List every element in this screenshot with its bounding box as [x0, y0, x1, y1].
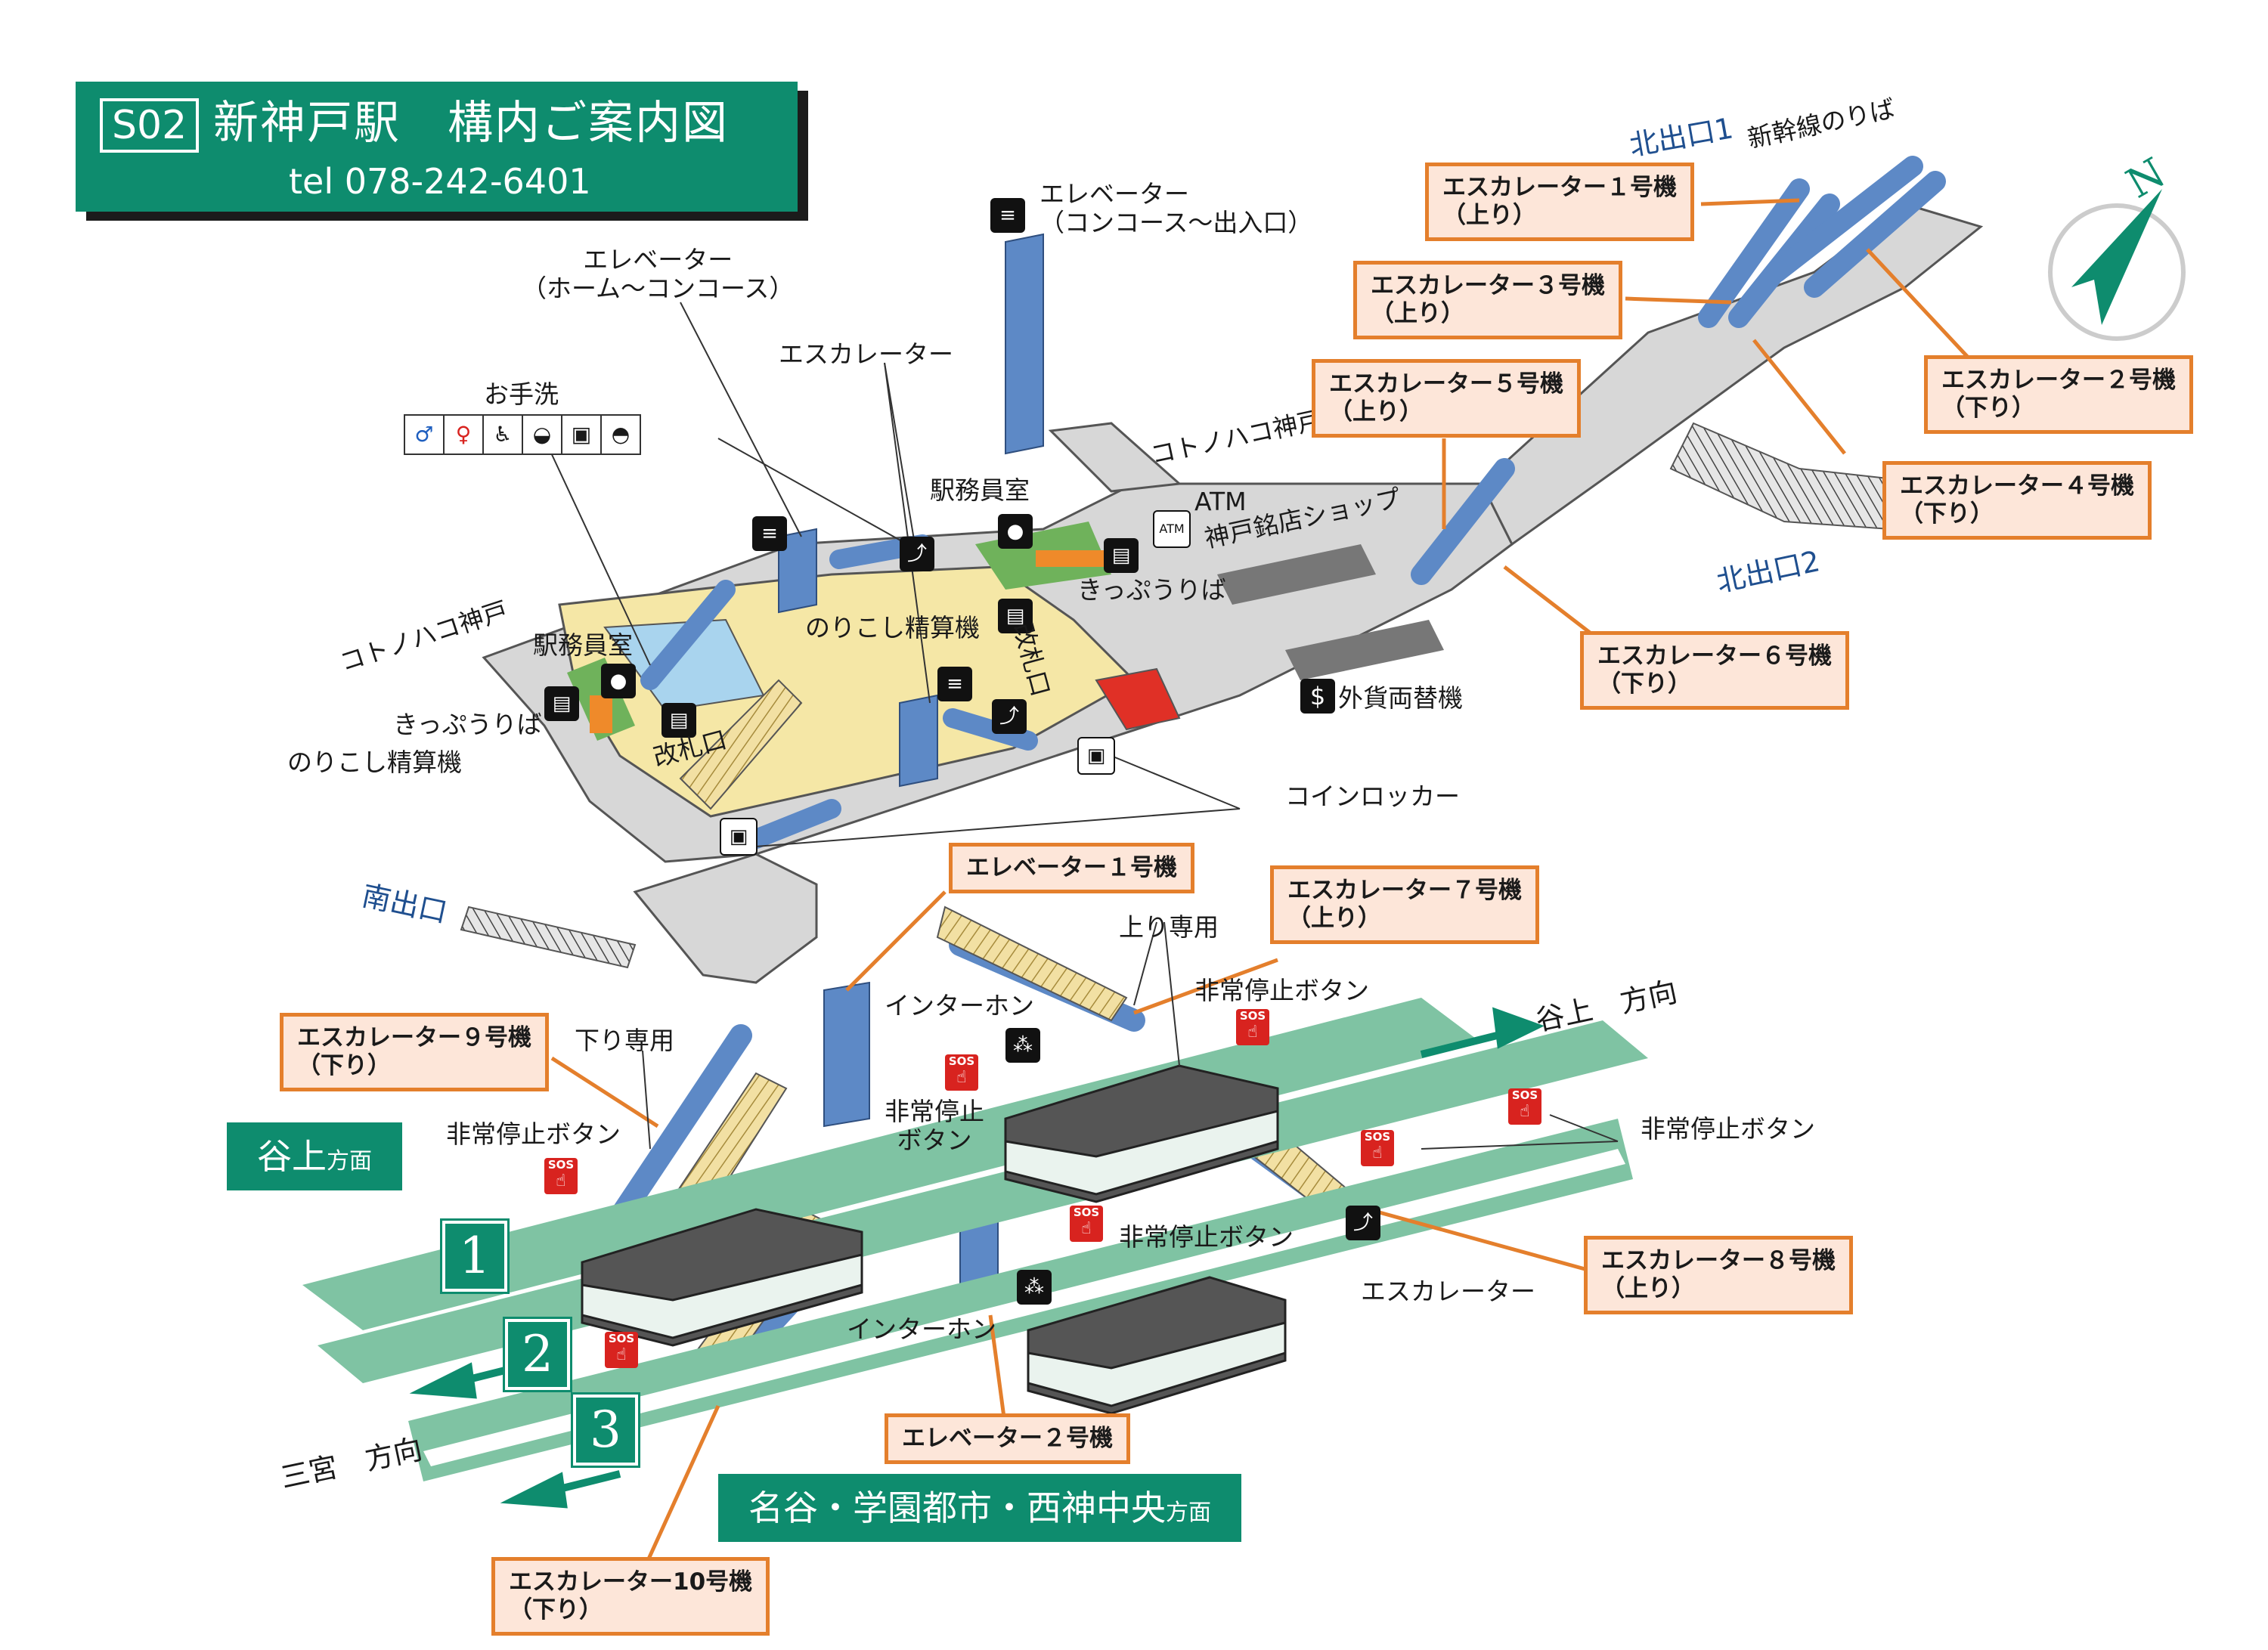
callout-elevator-1: エレベーター１号機 [949, 843, 1194, 894]
elevator-icon: ≡ [752, 516, 787, 551]
callout-escalator-3: エスカレーター３号機 （上り） [1353, 261, 1622, 340]
label-emergency-3: 非常停止ボタン [1641, 1114, 1815, 1144]
banner-sub: 方面 [327, 1148, 372, 1175]
banner-sub: 方面 [1166, 1500, 1211, 1526]
toilet-icons: ♂ ♀ ♿ ◒ ▣ ◓ [404, 414, 641, 455]
station-staff-icon: ● [998, 514, 1033, 549]
label-intercom-top: インターホン [885, 991, 1034, 1020]
label-currency-exchange: 外貨両替機 [1338, 683, 1463, 713]
label-intercom-bottom: インターホン [847, 1314, 996, 1344]
sos-button-icon: SOS [1361, 1130, 1394, 1166]
station-staff-icon: ● [601, 664, 636, 698]
kobe-shop-block [1217, 544, 1376, 605]
female-toilet-icon: ♀ [443, 414, 484, 455]
label-station-office-left: 駅務員室 [533, 630, 633, 660]
currency-block [1285, 620, 1444, 680]
baby-care-icon: ◒ [522, 414, 562, 455]
callout-escalator-5: エスカレーター５号機 （上り） [1312, 359, 1581, 438]
callout-escalator-10: エスカレーター10号機 （下り） [491, 1557, 770, 1636]
label-elevator-concourse-exit: エレベーター （コンコース～出入口） [1040, 179, 1313, 237]
wheelchair-icon: ♿ [482, 414, 523, 455]
diaper-change-icon: ◓ [600, 414, 641, 455]
escalator-icon: ⤴ [900, 537, 934, 571]
sos-button-icon: SOS [945, 1054, 978, 1091]
ticket-machine-icon: ▤ [544, 686, 579, 721]
label-ticket-right: きっぷうりば [1077, 575, 1226, 605]
compass-icon [2048, 189, 2186, 341]
label-emergency-4: 非常停止ボタン [446, 1119, 621, 1149]
label-up-only: 上り専用 [1119, 912, 1219, 942]
callout-escalator-7: エスカレーター７号機 （上り） [1270, 865, 1539, 945]
ticket-area-left [590, 695, 612, 733]
label-station-office-right: 駅務員室 [930, 475, 1030, 505]
callout-escalator-8: エスカレーター８号機 （上り） [1584, 1236, 1853, 1315]
label-atm: ATM [1194, 487, 1247, 516]
escalator-icon: ⤴ [1346, 1206, 1380, 1240]
label-fare-adjust-left: のりこし精算機 [287, 748, 462, 777]
ticket-machine-icon: ▤ [1104, 538, 1139, 573]
male-toilet-icon: ♂ [404, 414, 445, 455]
direction-nishishin-banner: 名谷・学園都市・西神中央方面 [718, 1474, 1241, 1542]
direction-tanigami-banner: 谷上方面 [227, 1122, 402, 1190]
intercom-icon: ⁂ [1005, 1028, 1040, 1063]
callout-lines [550, 198, 1975, 1574]
atm-icon: ATM [1153, 510, 1191, 548]
sos-button-icon: SOS [1236, 1009, 1269, 1045]
callout-elevator-2: エレベーター２号機 [885, 1413, 1130, 1465]
label-elevator-home-concourse: エレベーター （ホーム～コンコース） [522, 245, 795, 303]
label-fare-adjust-right: のりこし精算機 [805, 613, 980, 642]
label-ticket-left: きっぷうりば [393, 710, 542, 739]
pointer-lines [544, 302, 1619, 1150]
callout-escalator-9: エスカレーター９号機 （下り） [280, 1013, 549, 1092]
label-down-only: 下り専用 [575, 1026, 674, 1055]
fare-adjust-icon: ▤ [998, 599, 1033, 633]
ticket-area-right [1036, 550, 1104, 567]
label-escalator-top: エスカレーター [779, 339, 953, 369]
banner-main: 名谷・学園都市・西神中央 [748, 1487, 1166, 1528]
elevator-icon: ≡ [937, 667, 972, 701]
station-title-panel: S02 新神戸駅 構内ご案内図 tel 078-242-6401 [76, 82, 798, 212]
station-phone: tel 078-242-6401 [289, 161, 591, 202]
trains [581, 1064, 1287, 1415]
label-toilet: お手洗 [484, 379, 559, 409]
intercom-icon: ⁂ [1017, 1270, 1052, 1305]
sos-button-icon: SOS [1508, 1088, 1541, 1125]
station-code-badge: S02 [100, 98, 200, 153]
platform-number-2: 2 [503, 1317, 572, 1392]
escalator-icon: ⤴ [992, 699, 1027, 734]
callout-escalator-4: エスカレーター４号機 （下り） [1882, 461, 2152, 540]
label-escalator-bottom: エスカレーター [1361, 1277, 1535, 1306]
ostomate-icon: ▣ [561, 414, 602, 455]
label-emergency-5: 非常停止ボタン [1119, 1222, 1294, 1252]
callout-escalator-2: エスカレーター２号機 （下り） [1924, 355, 2193, 435]
station-name: 新神戸駅 構内ご案内図 [213, 97, 729, 150]
sos-button-icon: SOS [544, 1158, 578, 1194]
fare-adjust-icon: ▤ [662, 703, 696, 738]
banner-main: 谷上 [257, 1136, 327, 1177]
elevator-icon: ≡ [990, 198, 1025, 233]
callout-escalator-1: エスカレーター１号機 （上り） [1425, 163, 1694, 242]
platform-number-1: 1 [440, 1218, 510, 1294]
shop-red [1095, 667, 1181, 731]
label-emergency-1: 非常停止ボタン [1194, 976, 1369, 1005]
sos-button-icon: SOS [1070, 1206, 1103, 1242]
label-coin-locker: コインロッカー [1285, 782, 1460, 811]
sos-button-icon: SOS [605, 1332, 638, 1368]
coin-locker-icon: ▣ [720, 818, 758, 856]
platform-number-3: 3 [571, 1392, 640, 1468]
currency-exchange-icon: $ [1300, 679, 1335, 714]
callout-escalator-6: エスカレーター６号機 （下り） [1580, 631, 1849, 710]
coin-locker-icon: ▣ [1077, 737, 1115, 775]
label-emergency-2: 非常停止 ボタン [885, 1097, 984, 1155]
